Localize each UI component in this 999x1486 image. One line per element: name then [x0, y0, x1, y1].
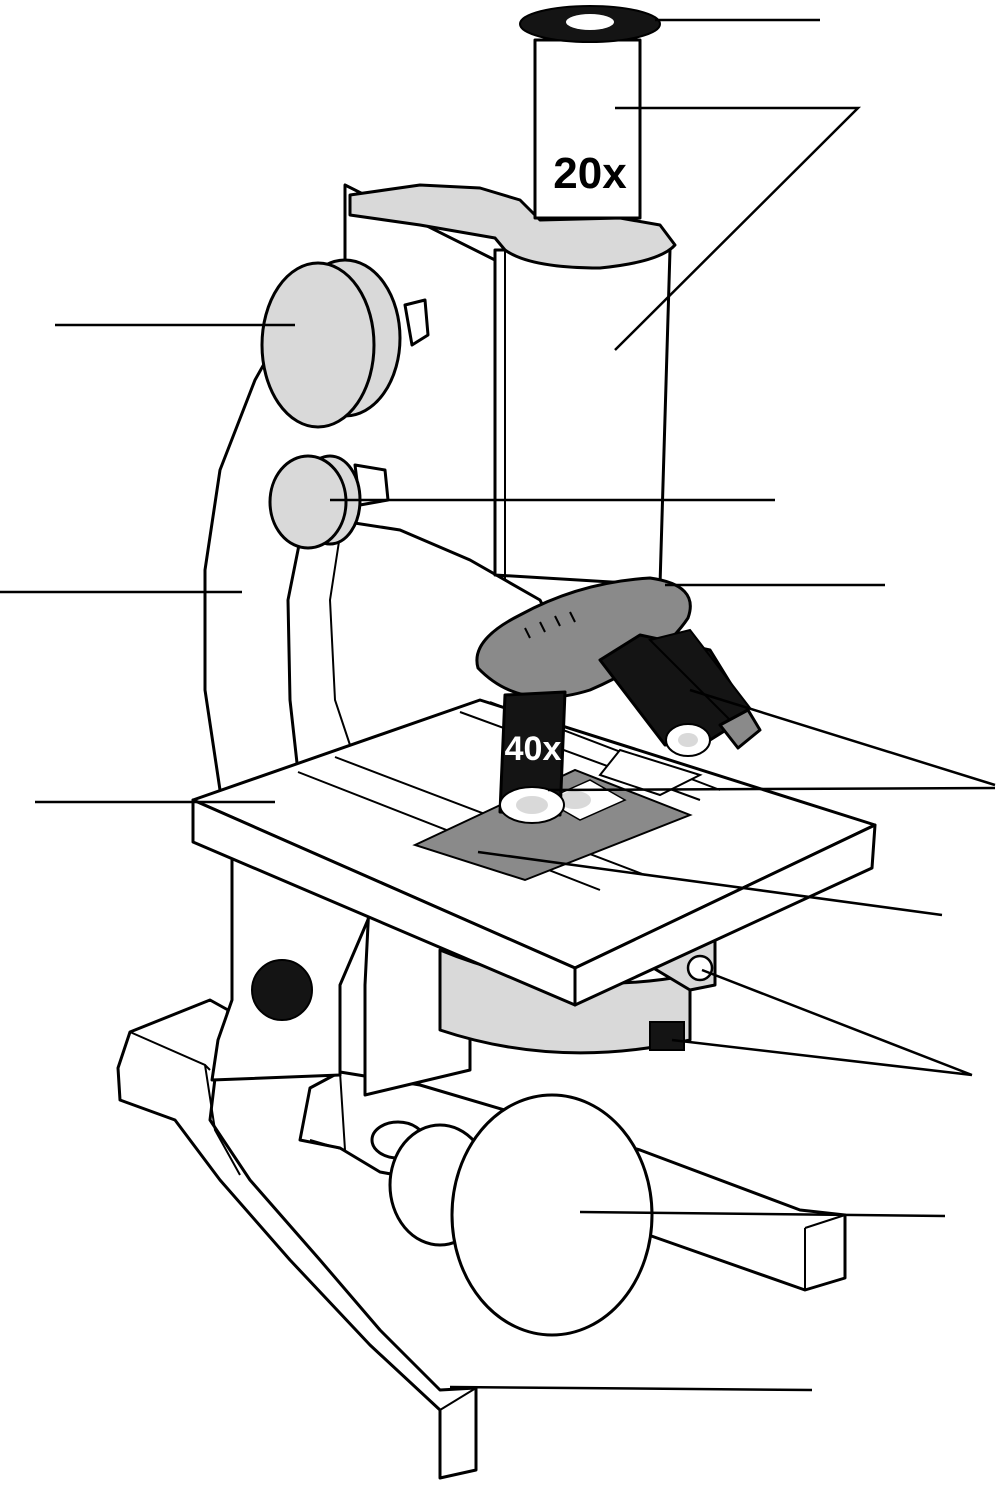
leader-objectives: [547, 688, 996, 792]
stage: [191, 698, 877, 1007]
leader-mirror: [579, 1210, 946, 1218]
eyepiece: 20x: [519, 5, 661, 220]
objective-40x: 40x: [498, 690, 567, 824]
coarse-focus-knob: [260, 261, 376, 429]
leader-base: [449, 1385, 813, 1392]
mirror-disc: [450, 1093, 654, 1337]
leader-tube: [614, 106, 862, 351]
leader-clips: [477, 850, 943, 917]
leader-condenser: [671, 968, 973, 1077]
iris-lever: [649, 1021, 685, 1051]
fine-focus-knob: [268, 454, 348, 550]
mirror: [388, 1093, 654, 1337]
pillar-screw: [251, 959, 313, 1021]
objective-low: [598, 628, 762, 757]
eyepiece-magnification: 20x: [553, 149, 627, 198]
objective-magnification: 40x: [505, 730, 562, 768]
focus-knobs: [260, 258, 430, 550]
leader-lines: [0, 18, 996, 1392]
condenser-knob: [686, 954, 714, 982]
